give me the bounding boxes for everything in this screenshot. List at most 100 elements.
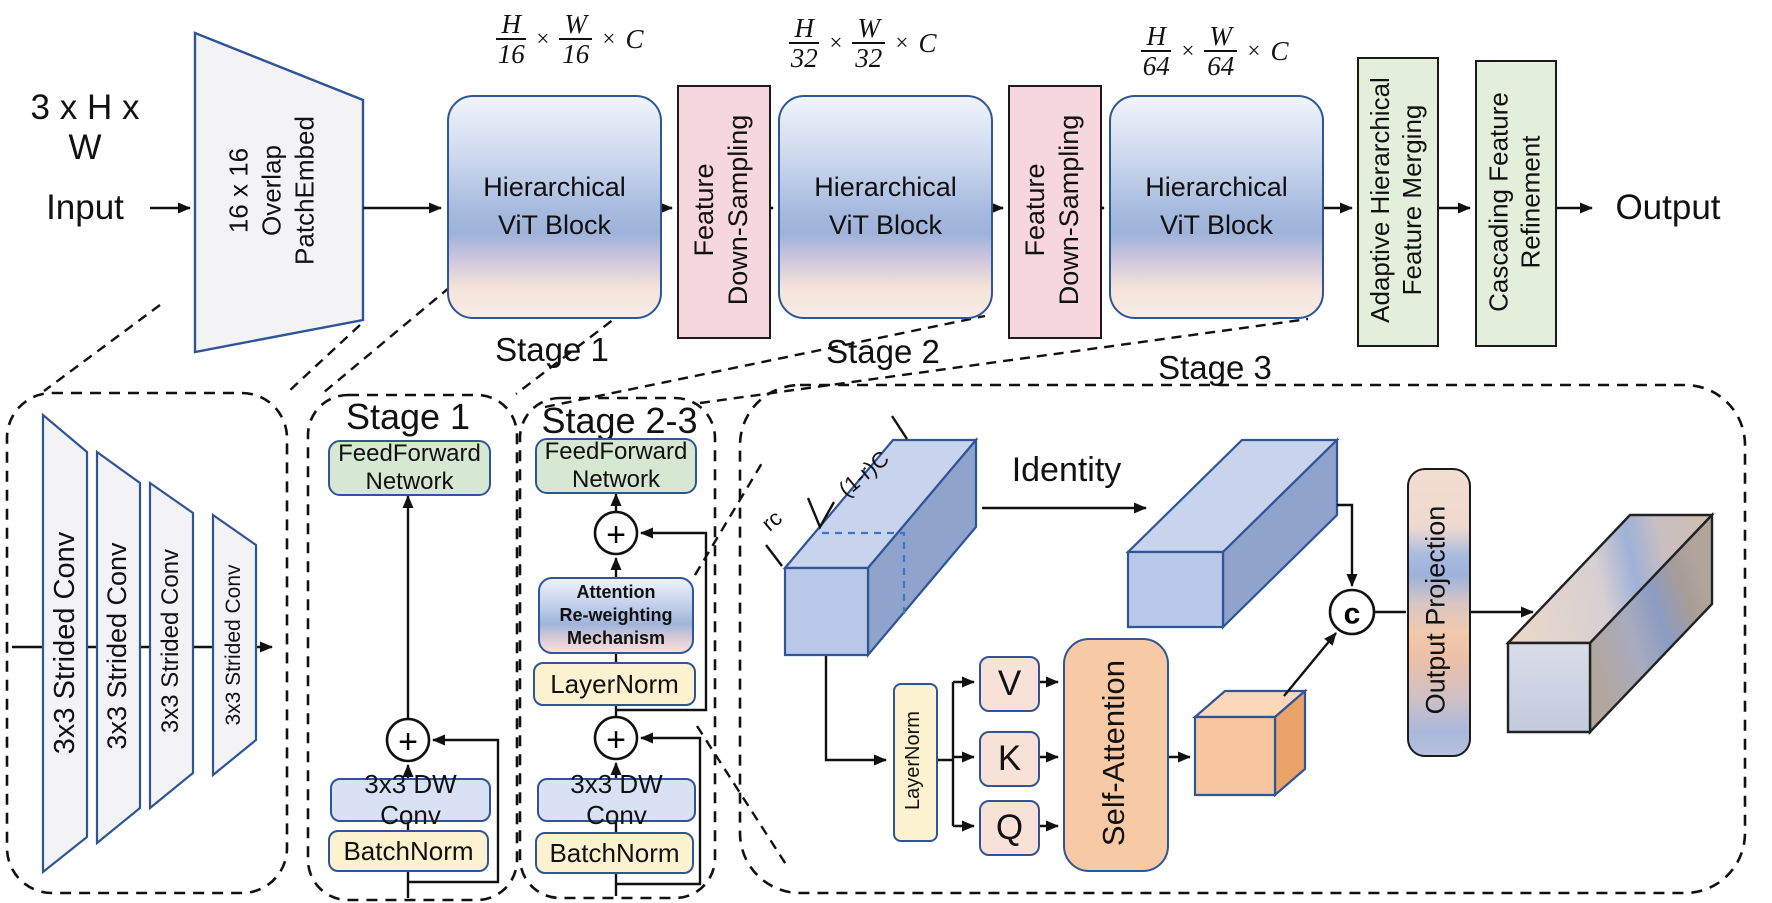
- dims1-num2: W: [559, 10, 592, 40]
- patch-embed-line1: 16 x 16: [223, 147, 254, 234]
- downsample2-line2: Down-Sampling: [1054, 114, 1084, 306]
- attention-line1: Attention: [576, 581, 656, 602]
- strided-conv-4-label: 3x3 Strided Conv: [212, 525, 256, 765]
- input-label: Input: [46, 188, 124, 227]
- patch-embed-line2: Overlap: [256, 144, 287, 237]
- dims1-den2: 16: [562, 39, 590, 69]
- strided-conv-2-text: 3x3 Strided Conv: [102, 542, 133, 750]
- channel-split-dashed-line: [822, 531, 906, 614]
- dims2-num1: H: [789, 14, 819, 44]
- dims1-times2: ×: [600, 26, 617, 51]
- strided-conv-1: [41, 412, 89, 875]
- downsample-1-label: Feature Down-Sampling: [677, 85, 767, 335]
- strided-conv-4: [211, 512, 258, 778]
- stage23-add-lower-circle: [593, 715, 639, 761]
- operator-circles: + + + c: [385, 510, 1376, 763]
- patch-embed-label: 16 x 16 Overlap PatchEmbed: [220, 41, 325, 341]
- stage1-add-circle: [385, 717, 431, 763]
- stage23-wiring: [610, 493, 708, 896]
- dims2-den2: 32: [855, 43, 883, 73]
- stage23-add-upper-circle: [593, 510, 639, 556]
- split-ticks: [765, 415, 909, 567]
- stage1-caption: Stage 1: [495, 331, 609, 368]
- vit-block1-line1: Hierarchical: [483, 172, 626, 203]
- value-box: V: [979, 656, 1040, 712]
- vit-block3-line1: Hierarchical: [1145, 172, 1288, 203]
- dims3-c: C: [1270, 35, 1289, 66]
- vit-block3-line2: ViT Block: [1159, 210, 1274, 240]
- stage1-dwconv-box: 3x3 DW Conv: [330, 769, 491, 830]
- refinement-line2: Refinement: [1515, 135, 1546, 269]
- dims3-times2: ×: [1245, 38, 1262, 63]
- dims1-times1: ×: [534, 26, 551, 51]
- vit-block-stage1: Hierarchical ViT Block: [447, 95, 662, 319]
- vit-block-stage2: Hierarchical ViT Block: [778, 95, 993, 319]
- key-box: K: [979, 731, 1040, 787]
- stage23-dwconv-box: 3x3 DW Conv: [537, 769, 696, 830]
- stage1-ffn-box: FeedForward Network: [328, 440, 491, 496]
- attention-detail-container: [738, 383, 1747, 895]
- output-projection-text: Output Projection: [1420, 505, 1451, 715]
- stage23-ffn-line2: Network: [571, 466, 661, 493]
- attention-output-cube: [1192, 688, 1308, 798]
- split-feature-cuboid: [782, 436, 979, 659]
- self-attention-box: [1063, 638, 1169, 872]
- feature-merging-label: Adaptive Hierarchical Feature Merging: [1357, 57, 1435, 343]
- downsample1-line1: Feature: [689, 163, 720, 257]
- strided-conv-3-text: 3x3 Strided Conv: [157, 548, 184, 734]
- strided-conv-3: [148, 480, 195, 811]
- vit-block2-line2: ViT Block: [828, 210, 943, 240]
- stage23-ffn-box: FeedForward Network: [535, 438, 697, 494]
- dims2-den1: 32: [790, 43, 818, 73]
- dims2-num2: W: [852, 14, 885, 44]
- dims3-den1: 64: [1142, 51, 1170, 81]
- patch-embed-line3: PatchEmbed: [289, 116, 320, 265]
- dims3-times1: ×: [1179, 38, 1196, 63]
- output-projection-label: Output Projection: [1407, 468, 1467, 753]
- output-projection-box: [1407, 468, 1471, 757]
- final-output-cuboid: [1505, 512, 1715, 735]
- strided-conv-2-label: 3x3 Strided Conv: [96, 466, 140, 826]
- dims2-c: C: [918, 27, 937, 58]
- self-attention-label: Self-Attention: [1063, 638, 1165, 868]
- feature-refinement-box: [1475, 60, 1557, 347]
- strided-conv-2: [95, 449, 142, 846]
- identity-label: Identity: [1011, 450, 1122, 489]
- panel-layernorm-label: LayerNorm: [893, 683, 934, 838]
- stage23-batchnorm-box: BatchNorm: [535, 832, 694, 874]
- dims3-num2: W: [1204, 22, 1237, 52]
- merging-line2: Feature Merging: [1397, 104, 1427, 296]
- stage3-caption: Stage 3: [1158, 349, 1272, 386]
- attention-reweighting-box: Attention Re-weighting Mechanism: [538, 577, 694, 654]
- identity-cuboid: [1125, 437, 1340, 630]
- stage23-ffn-line1: FeedForward: [544, 438, 688, 466]
- dims3-den2: 64: [1207, 51, 1235, 81]
- stage23-detail-title: Stage 2-3: [541, 400, 698, 441]
- refinement-line1: Cascading Feature: [1483, 92, 1513, 312]
- feature-merging-box: [1357, 57, 1439, 347]
- stage1-ffn-line2: Network: [365, 468, 454, 495]
- strided-conv-3-label: 3x3 Strided Conv: [149, 491, 193, 791]
- stage1-detail-container: [306, 393, 519, 902]
- attention-line2: Re-weighting: [559, 604, 673, 625]
- dims2-times1: ×: [827, 30, 844, 55]
- vit-block-stage3: Hierarchical ViT Block: [1109, 95, 1324, 319]
- stage1-detail-title: Stage 1: [345, 396, 471, 437]
- stage23-layernorm-box: LayerNorm: [533, 662, 696, 706]
- query-box: Q: [979, 800, 1040, 856]
- stage23-add-lower-symbol: +: [606, 721, 626, 759]
- vit-block1-line2: ViT Block: [497, 210, 612, 240]
- stem-detail-container: [5, 391, 289, 895]
- attention-line3: Mechanism: [566, 628, 666, 649]
- stage1-batchnorm-box: BatchNorm: [328, 830, 489, 872]
- downsample-box-1: [677, 85, 771, 339]
- attention-panel-wiring: [824, 502, 1534, 832]
- dims1-den1: 16: [497, 39, 525, 69]
- input-dims-label: 3 x H x W: [30, 88, 140, 167]
- strided-conv-1-label: 3x3 Strided Conv: [43, 433, 87, 853]
- downsample1-line2: Down-Sampling: [723, 114, 753, 306]
- strided-conv-4-text: 3x3 Strided Conv: [221, 564, 245, 726]
